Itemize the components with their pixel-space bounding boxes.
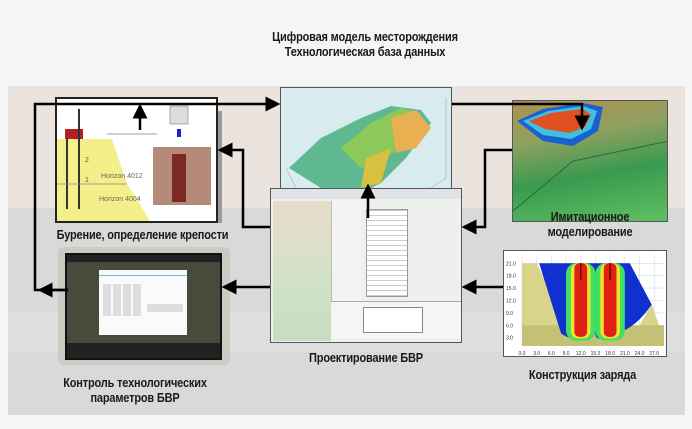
horizon-upper-label: Horizon 4012 [101, 173, 143, 180]
y-tick-label: 9.0 [506, 311, 513, 317]
y-tick-label: 21.0 [506, 261, 516, 267]
y-tick-label: 15.0 [506, 286, 516, 292]
arrow-design-to-drilling [217, 142, 270, 229]
x-tick-label: 27.0 [649, 351, 659, 357]
drilling-scheme-icon [57, 105, 211, 221]
design-software-window [270, 188, 462, 343]
y-tick-label: 12.0 [506, 299, 516, 305]
data-table [366, 209, 408, 297]
report-box [363, 307, 423, 333]
x-tick-label: 0.0 [519, 351, 526, 357]
dialog-button[interactable] [147, 304, 183, 312]
charge-chart-plot: 0.0 3.0 6.0 9.0 12.0 15.0 18.0 21.0 24.0 27.0 3.0 6… [506, 255, 664, 357]
x-tick-label: 24.0 [635, 351, 645, 357]
x-tick-label: 9.0 [563, 351, 570, 357]
charge-chart: 0.0 3.0 6.0 9.0 12.0 15.0 18.0 21.0 24.0 27.0 3.0 6… [503, 250, 667, 357]
simulation-label-line1: Имитационное [550, 210, 630, 224]
tablet-status-bar [67, 255, 220, 262]
x-tick-label: 18.0 [605, 351, 615, 357]
simulation-label-line2: моделирование [547, 225, 633, 239]
map-view [273, 201, 331, 341]
charge-zone-red [574, 263, 588, 337]
tablet-dialog [99, 270, 187, 335]
arrow-control-to-model [33, 96, 281, 292]
drilling-label: Бурение, определение крепости [56, 228, 229, 242]
design-label: Проектирование БВР [309, 351, 423, 365]
x-tick-label: 6.0 [548, 351, 555, 357]
control-label-line1: Контроль технологических [63, 376, 207, 390]
x-tick-label: 15.0 [591, 351, 601, 357]
tablet-device [65, 253, 222, 360]
arrow-simulation-to-design [461, 148, 512, 235]
keypad[interactable] [103, 284, 143, 316]
y-tick-label: 3.0 [506, 336, 513, 342]
y-tick-label: 6.0 [506, 323, 513, 329]
title-line1: Цифровая модель месторождения [272, 30, 458, 44]
horizon-lower-label: Horizon 4004 [99, 196, 141, 203]
control-label-line2: параметров БВР [90, 391, 180, 405]
arrow-model-to-simulation [452, 102, 590, 131]
parameters-panel [331, 201, 361, 301]
charge-zone-red [603, 263, 617, 337]
dialog-header [99, 270, 187, 276]
simulation-image [512, 100, 668, 222]
drilling-image: 2 1 Horizon 4012 Horizon 4004 [55, 97, 218, 223]
charge-label: Конструкция заряда [528, 368, 637, 382]
x-tick-label: 12.0 [576, 351, 586, 357]
title-line2: Технологическая база данных [284, 45, 446, 59]
layer-1-label: 1 [85, 177, 89, 184]
tablet-nav-bar [67, 343, 220, 358]
y-tick-label: 18.0 [506, 274, 516, 280]
x-tick-label: 21.0 [620, 351, 630, 357]
layer-2-label: 2 [85, 157, 89, 164]
x-tick-label: 3.0 [533, 351, 540, 357]
